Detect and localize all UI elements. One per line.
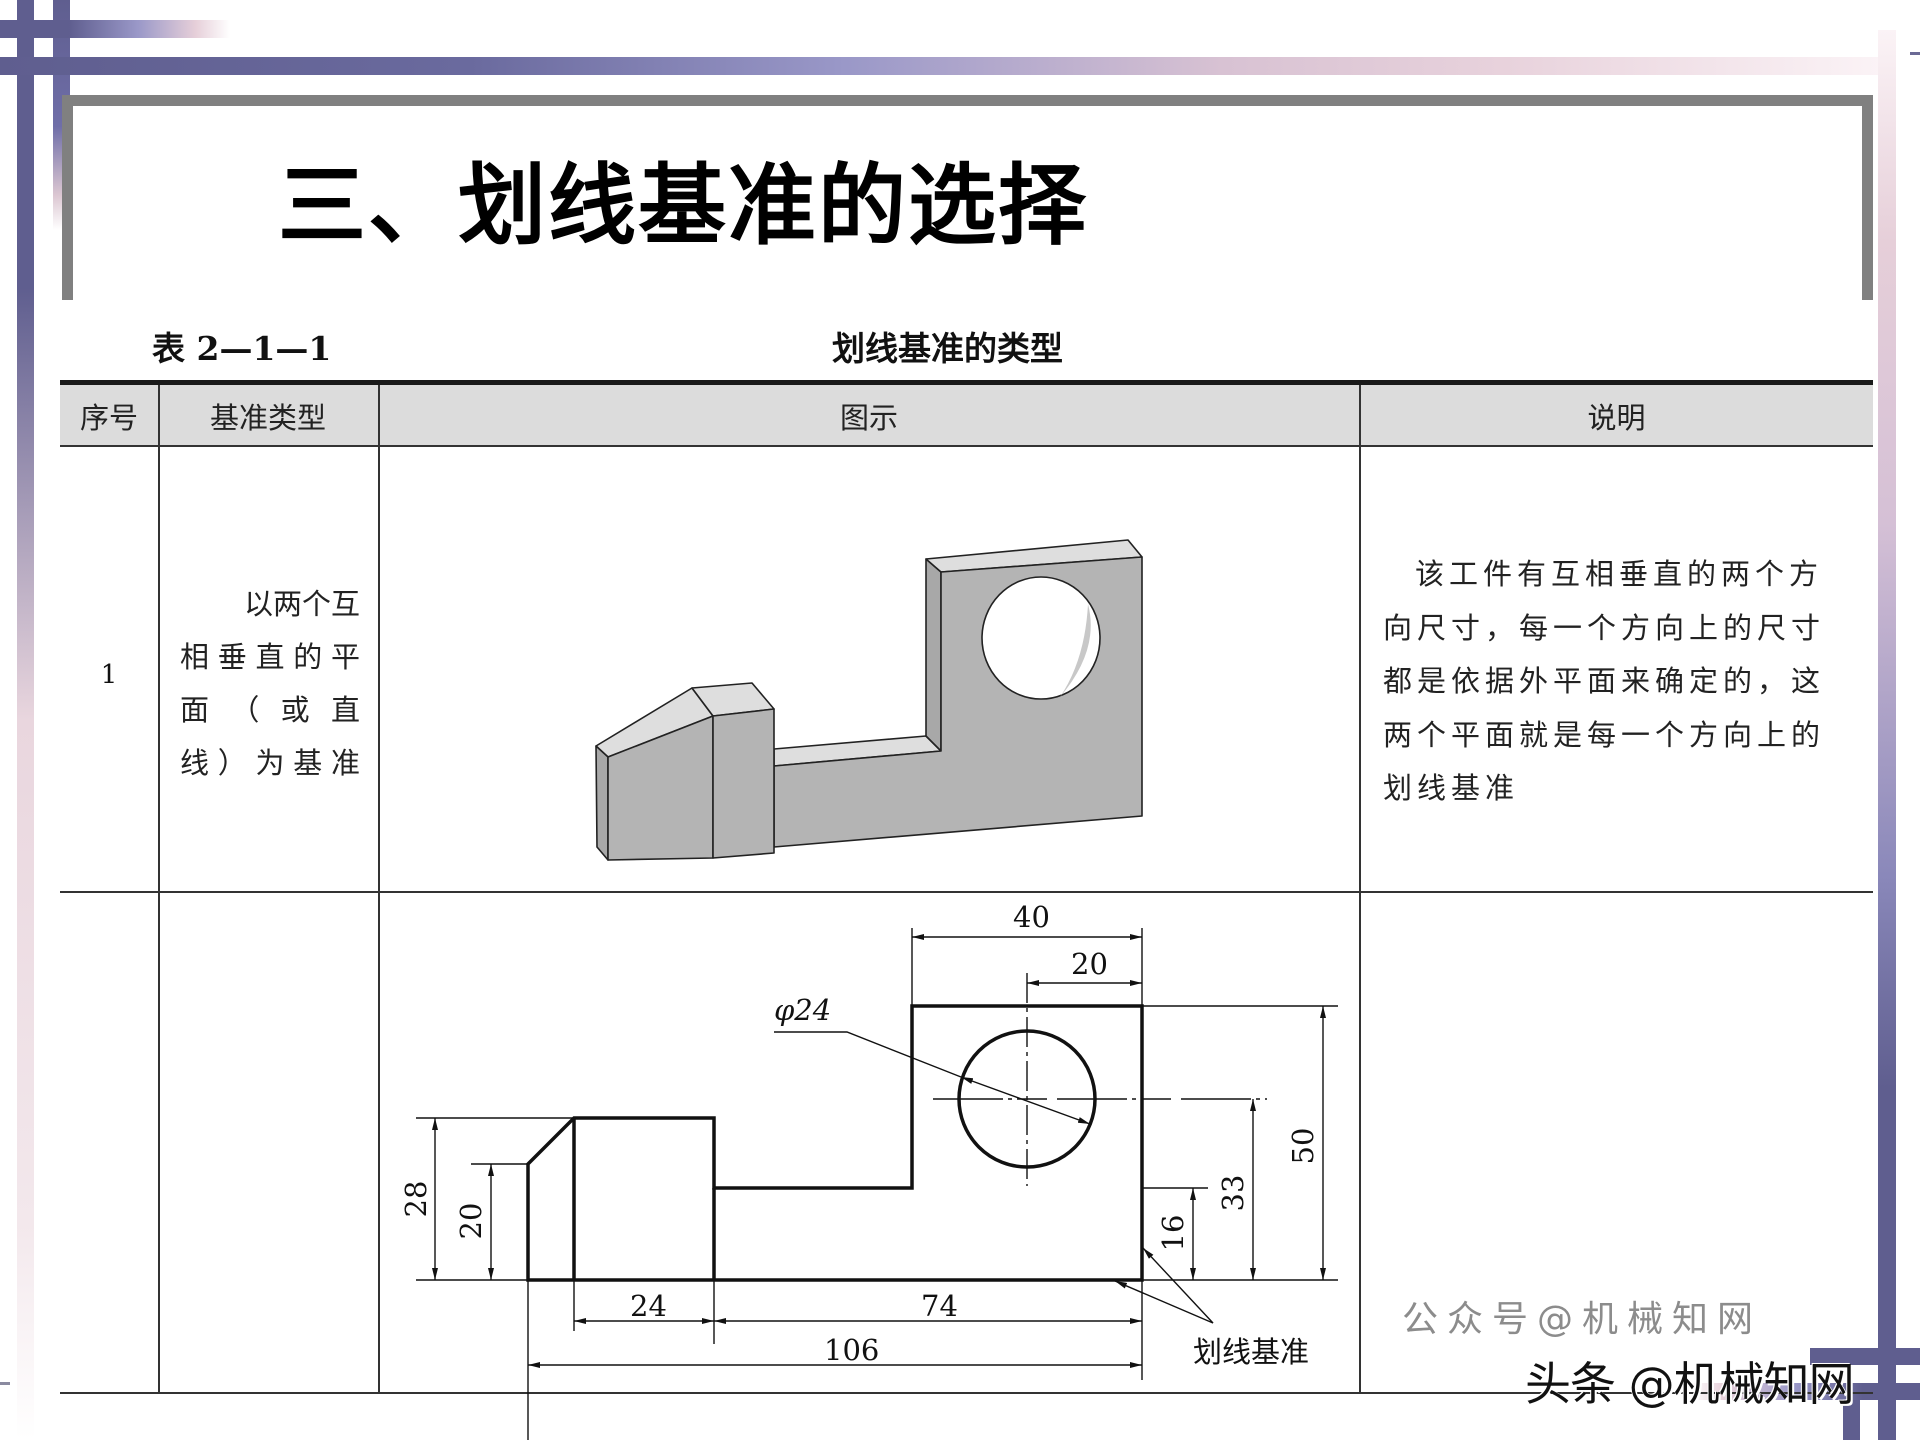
watermark-toutiao: 头条 @机械知网 [1525, 1357, 1855, 1411]
row-datum-type: 以两个互 相垂直的平 面（或直 线）为基准 [180, 578, 360, 790]
part-outline [526, 1004, 1144, 1282]
decorative-stripe [0, 20, 230, 38]
description-line: 该工件有互相垂直的两个方 [1415, 557, 1824, 591]
decorative-stripe [17, 0, 34, 1440]
column-divider [378, 385, 380, 1394]
watermark-wechat: 公众号@机械知网 [1402, 1299, 1763, 1340]
title-frame [62, 95, 1873, 300]
dim-phi24: φ24 [774, 993, 831, 1027]
decorative-stripe [1878, 30, 1896, 1440]
dim-20-horizontal: 20 [1071, 947, 1108, 981]
description-line: 都是依据外平面来确定的，这 [1383, 664, 1826, 698]
decorative-stripe [1690, 1383, 1920, 1400]
row-divider [60, 891, 1873, 893]
column-divider [158, 385, 160, 1394]
dim-33: 33 [1216, 1175, 1250, 1212]
decorative-stripe [0, 57, 1880, 75]
dim-40: 40 [1013, 900, 1050, 934]
table-top-rule [60, 380, 1873, 385]
datum-type-line: 相垂直的平 [180, 640, 360, 674]
column-divider [1359, 385, 1361, 1394]
slide-title: 三、划线基准的选择 [278, 154, 1089, 257]
dim-24: 24 [630, 1289, 667, 1323]
description-line: 两个平面就是每一个方向上的 [1383, 717, 1826, 752]
header-description: 说明 [1587, 401, 1646, 435]
description-line: 划线基准 [1383, 771, 1520, 805]
datum-label: 划线基准 [1193, 1335, 1309, 1369]
header-seq: 序号 [79, 401, 138, 435]
datum-type-line: 线）为基准 [180, 746, 360, 780]
row-description: 该工件有互相垂直的两个方 向尺寸，每一个方向上的尺寸 都是依据外平面来确定的，这… [1383, 548, 1853, 816]
dim-106: 106 [824, 1333, 879, 1367]
description-line: 向尺寸，每一个方向上的尺寸 [1383, 610, 1826, 645]
datum-type-line: 以两个互 [243, 587, 360, 621]
header-type: 基准类型 [209, 401, 326, 435]
decorative-tick [0, 1382, 10, 1385]
header-figure: 图示 [839, 401, 898, 435]
decorative-tick [1910, 52, 1920, 55]
table-number: 表 2—1—1 [152, 329, 332, 368]
datum-type-line: 面（或直 [180, 693, 360, 727]
row-seq: 1 [100, 660, 118, 690]
dim-20-vertical: 20 [454, 1203, 488, 1240]
table-header-row [60, 385, 1873, 447]
dim-28: 28 [399, 1181, 433, 1218]
dim-50: 50 [1286, 1128, 1320, 1165]
dim-74: 74 [921, 1289, 958, 1323]
decorative-stripe [1810, 1348, 1920, 1365]
dim-16: 16 [1156, 1215, 1190, 1252]
table-title: 划线基准的类型 [832, 329, 1063, 368]
table-bottom-rule [60, 1392, 1873, 1394]
